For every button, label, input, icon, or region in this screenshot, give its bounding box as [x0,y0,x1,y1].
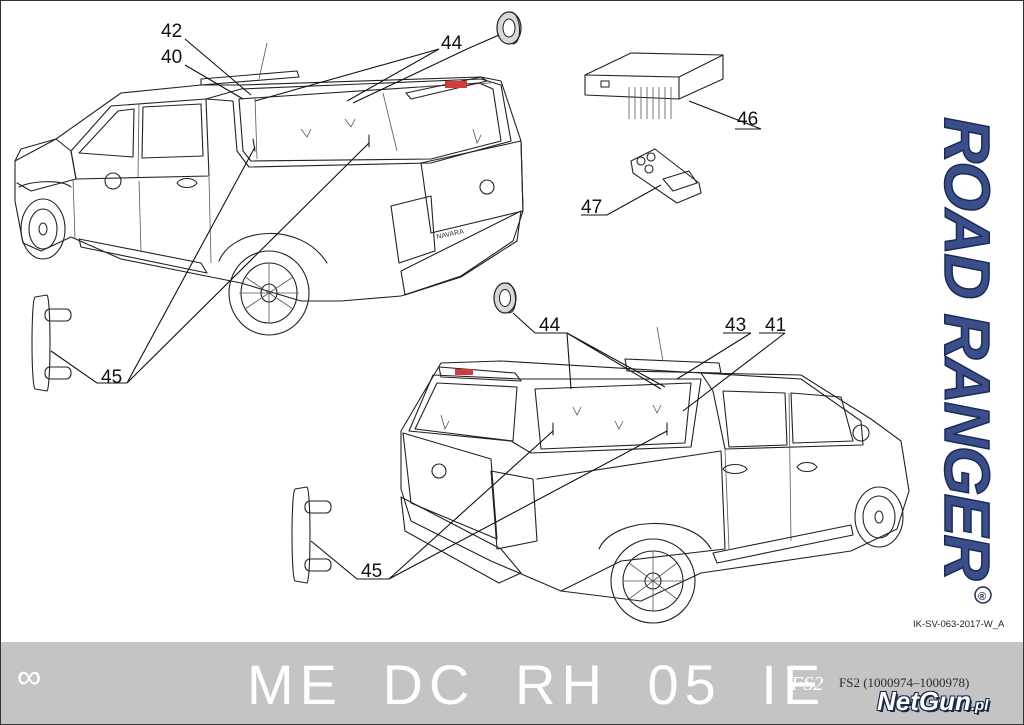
spacer-part-bottom [291,486,332,584]
callout-47: 47 [581,197,602,218]
document-code: IK-SV-063-2017-W_A [913,619,1005,630]
fs-range-text: FS2 (1000974–1000978) [839,675,970,690]
watermark-name: NetGun [877,686,971,716]
registered-mark: ® [978,591,986,603]
callout-43: 43 [725,315,746,336]
callout-42: 42 [161,21,182,42]
leader-lines [50,34,786,580]
callout-40: 40 [161,47,182,68]
netgun-watermark: NetGun.pl [877,686,988,717]
footer-bar [1,642,1023,724]
tailgate-badge: NAVARA [436,228,465,241]
front-wheel [20,198,66,260]
remote-control [630,148,702,204]
callout-labels: 42 40 44 46 47 45 44 43 41 45 [101,21,786,582]
rear-wheel [218,233,328,336]
callout-41: 41 [765,315,786,336]
grommet-bottom [493,282,517,314]
infinity-symbol: ∞ [17,658,42,696]
vehicle-rear-view [400,326,910,624]
brake-light [445,81,467,88]
rear-view-front-wheel [854,486,904,548]
callout-46: 46 [737,109,758,130]
road-ranger-logo: ROAD RANGER ® [931,117,1004,604]
callout-45-bottom: 45 [361,561,382,582]
grommet-top [496,11,522,45]
callout-44-bottom: 44 [539,315,561,336]
control-unit [584,52,724,119]
callout-44-top: 44 [441,33,463,54]
diagram-canvas: NAVARA [14,11,910,624]
fs-label: FS2 [791,673,824,695]
spacer-part-top [31,294,72,392]
rear-view-rear-wheel [598,522,712,624]
callout-45-top: 45 [101,367,122,388]
brand-text: ROAD RANGER [931,117,1003,580]
model-code: ME DC RH 05 IE [247,653,827,716]
rear-brake-light [455,369,473,375]
watermark-suffix: .pl [970,697,989,714]
vehicle-front-view: NAVARA [14,42,524,336]
